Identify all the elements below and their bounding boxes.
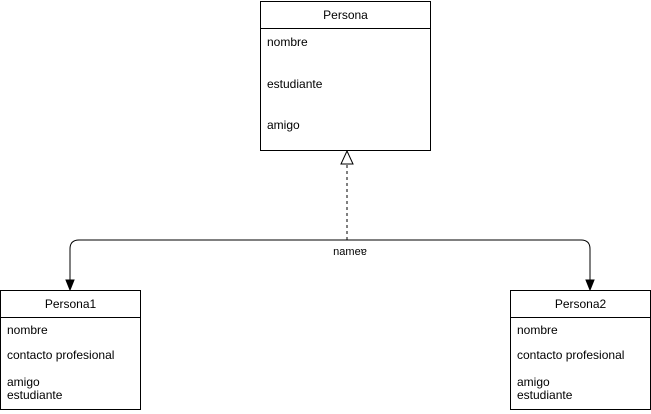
- connector-to-persona2: [347, 239, 591, 282]
- persona2-attr-contacto-profesional: contacto profesional: [517, 348, 625, 362]
- arrowhead-persona2-icon: [585, 279, 595, 292]
- connector-to-persona1: [69, 239, 347, 282]
- class-persona[interactable]: Persona nombre estudiante amigo: [260, 1, 431, 151]
- persona2-attr-amigo: amigo: [517, 375, 550, 389]
- arrowhead-persona1-icon: [65, 279, 75, 292]
- persona1-attr-contacto-profesional: contacto profesional: [7, 348, 115, 362]
- persona-attr-amigo: amigo: [267, 118, 300, 132]
- persona2-attr-estudiante: estudiante: [517, 388, 573, 402]
- class-persona-name: Persona: [261, 2, 430, 29]
- persona-attr-nombre: nombre: [267, 35, 308, 49]
- persona1-attr-amigo: amigo: [7, 375, 40, 389]
- class-persona1[interactable]: Persona1 nombre contacto profesional ami…: [0, 290, 141, 410]
- persona1-attr-estudiante: estudiante: [7, 388, 63, 402]
- edge-label: nameɐ: [320, 246, 380, 259]
- class-persona1-name: Persona1: [1, 291, 140, 318]
- inheritance-triangle-icon: [340, 149, 354, 165]
- persona1-attr-nombre: nombre: [7, 323, 48, 337]
- class-persona2-name: Persona2: [511, 291, 650, 318]
- persona2-attr-nombre: nombre: [517, 323, 558, 337]
- class-persona2[interactable]: Persona2 nombre contacto profesional ami…: [510, 290, 651, 410]
- persona-attr-estudiante: estudiante: [267, 77, 323, 91]
